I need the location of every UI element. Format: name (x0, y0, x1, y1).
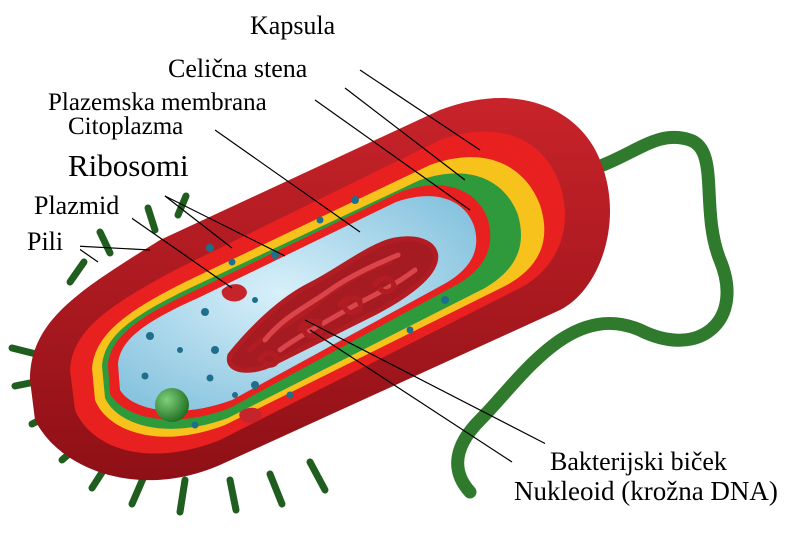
label-ribosomes: Ribosomi (68, 148, 189, 183)
label-plasmid: Plazmid (34, 191, 119, 220)
label-pili: Pili (27, 227, 63, 256)
label-plasma-membrane: Plazemska membrana (48, 89, 267, 116)
label-cytoplasm: Citoplazma (68, 113, 183, 140)
label-nucleoid: Nukleoid (krožna DNA) (514, 476, 778, 506)
storage-granule (155, 388, 189, 422)
label-cell-wall: Celična stena (168, 54, 308, 83)
label-capsule: Kapsula (250, 11, 336, 40)
label-flagellum: Bakterijski biček (550, 447, 727, 476)
